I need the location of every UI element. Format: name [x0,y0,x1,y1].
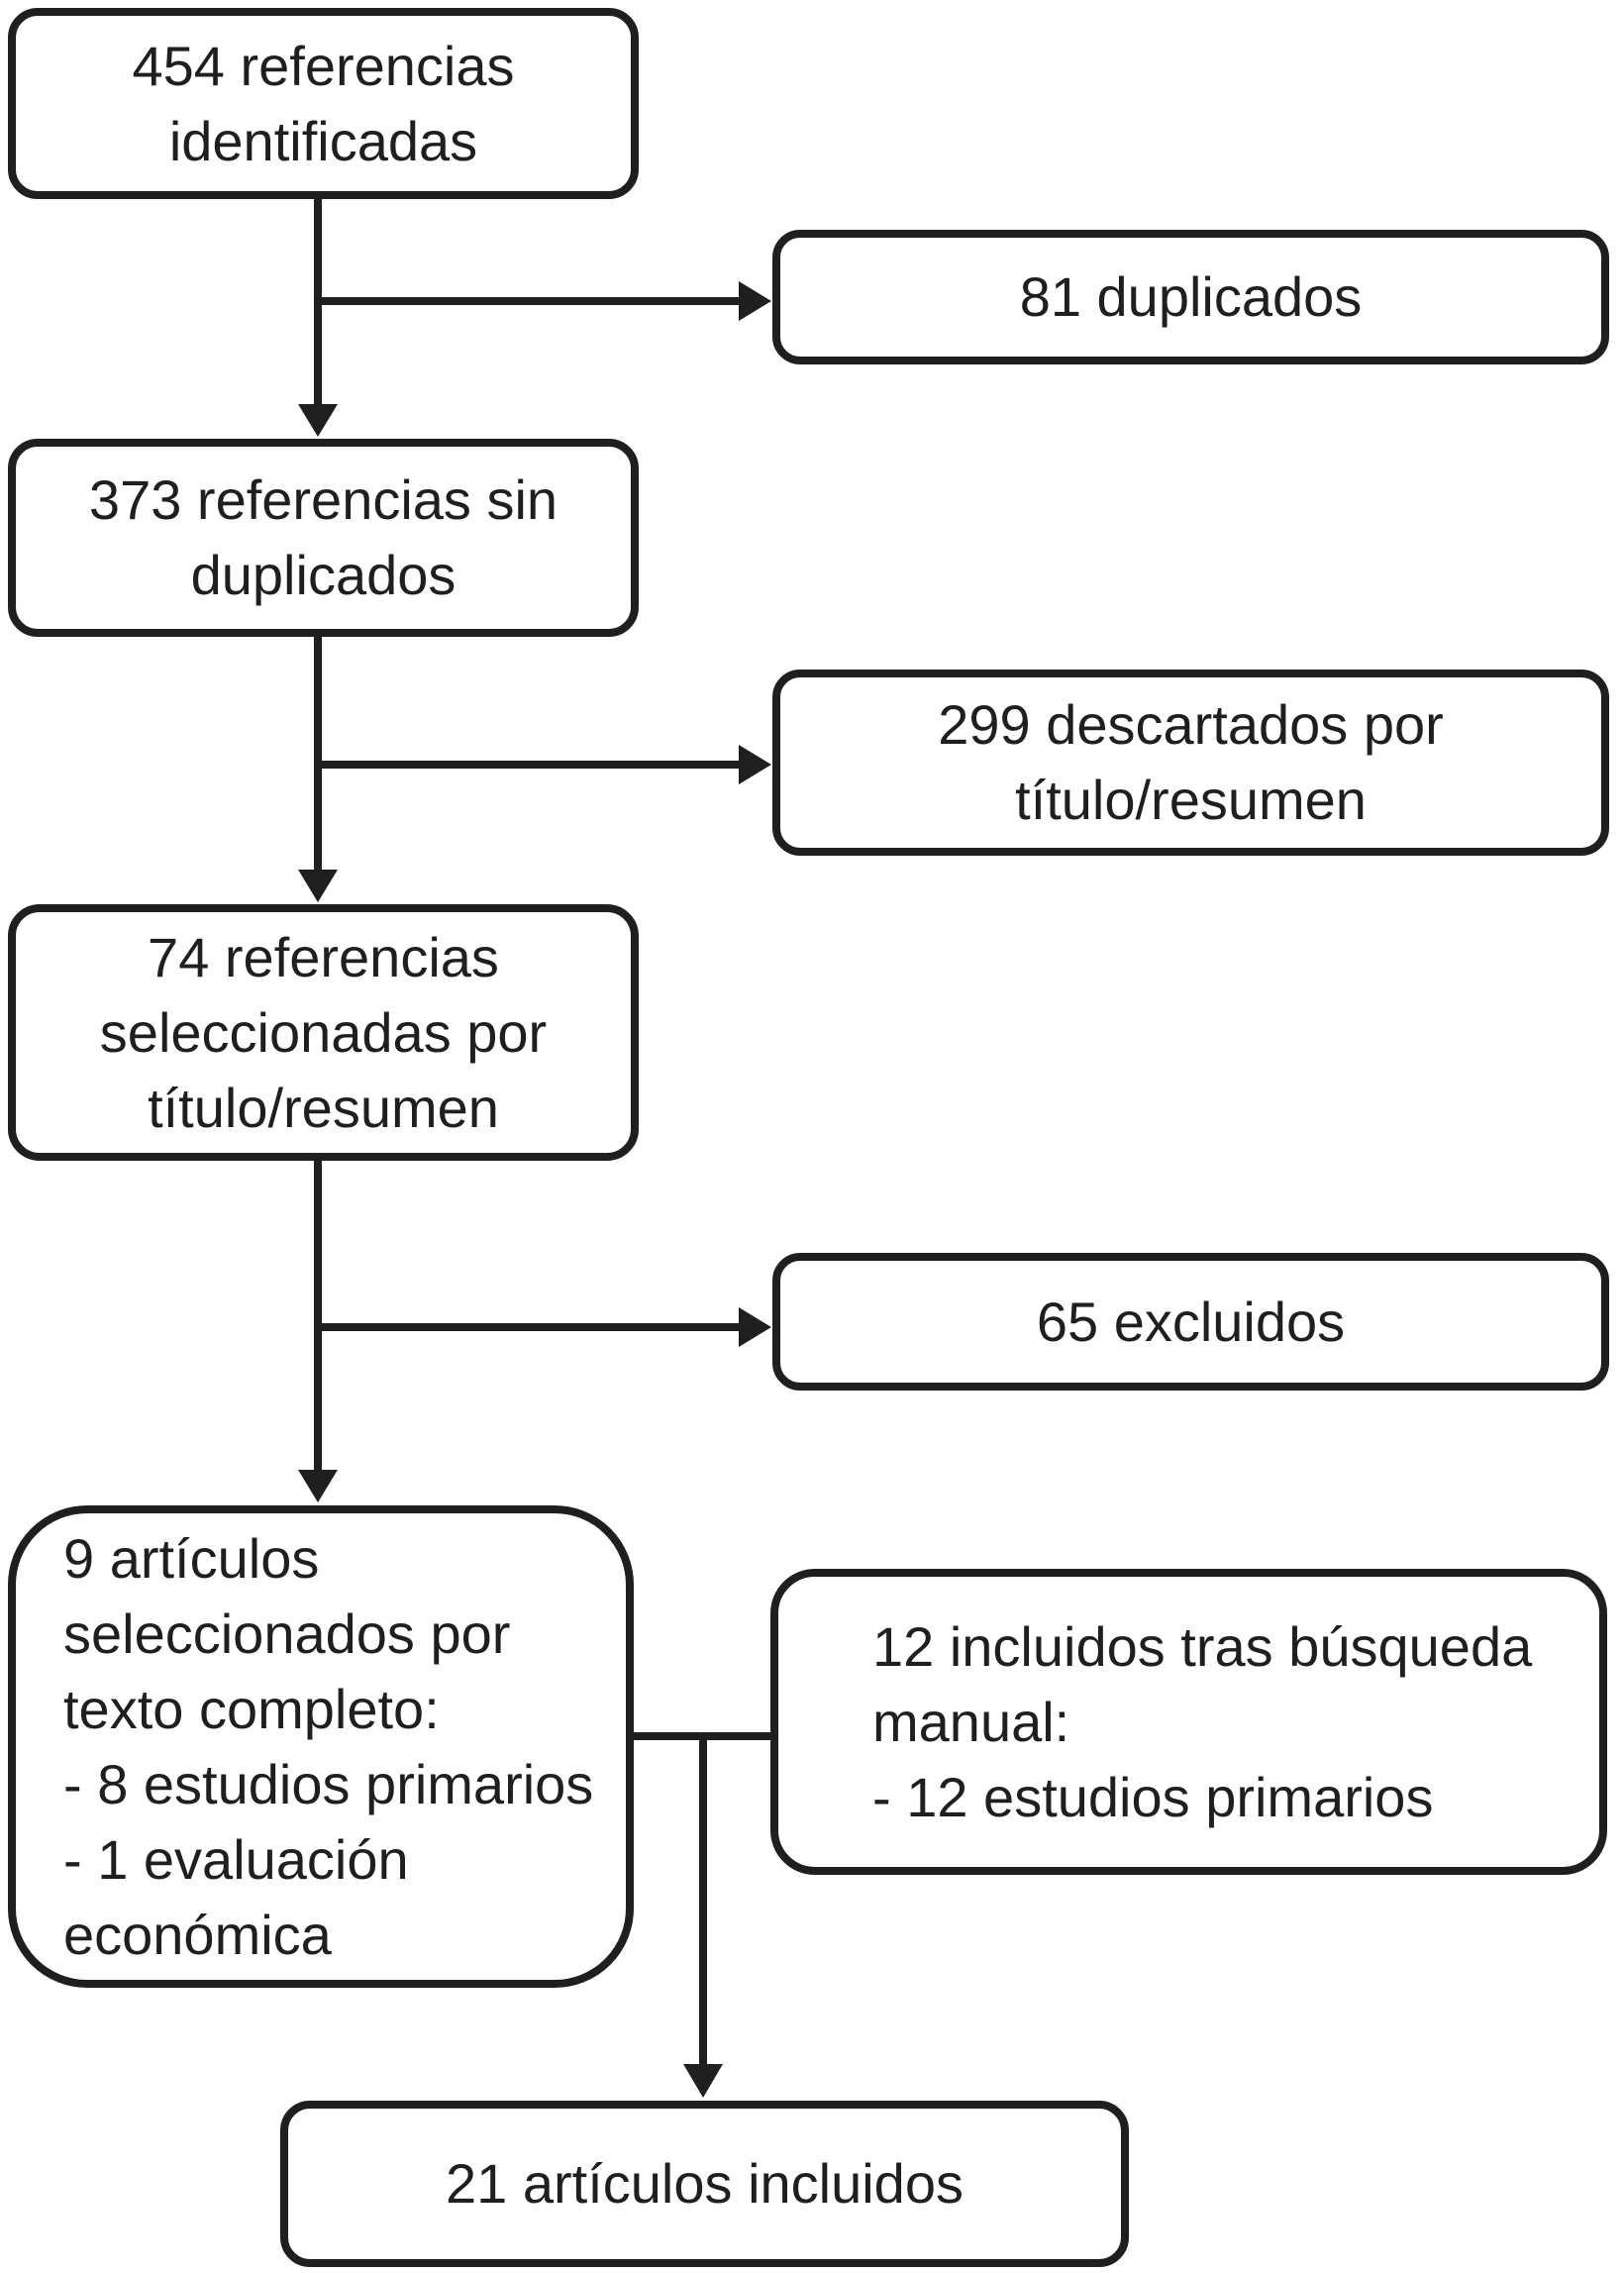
arrow-identified-to-no-duplicates [298,199,338,437]
node-label: 12 incluidos tras búsqueda manual: - 12 … [872,1614,1533,1828]
arrowhead-down-icon [683,2064,723,2098]
arrow-merge-to-included [683,1736,723,2098]
node-label: 65 excluidos [1036,1290,1346,1353]
node-selected-title-abstract: 74 referencias seleccionadas por título/… [8,904,639,1161]
node-articles-included: 21 artículos incluidos [280,2101,1129,2267]
arrow-no-duplicates-to-selected [298,637,338,902]
arrowhead-down-icon [298,870,338,902]
node-label: 21 artículos incluidos [446,2152,964,2215]
node-excluded: 65 excluidos [772,1253,1609,1391]
arrowhead-right-icon [739,1307,771,1347]
node-label: 74 referencias seleccionadas por título/… [99,925,548,1139]
arrow-branch-to-duplicates [318,281,771,321]
arrow-branch-to-discarded [318,745,771,784]
node-manual-search-included: 12 incluidos tras búsqueda manual: - 12 … [770,1569,1607,1875]
node-references-without-duplicates: 373 referencias sin duplicados [8,439,639,637]
node-selected-fulltext: 9 artículos seleccionados por texto comp… [8,1505,634,1988]
arrow-branch-to-excluded [318,1307,771,1347]
node-discarded-title-abstract: 299 descartados por título/resumen [772,670,1609,856]
arrowhead-down-icon [298,1470,338,1502]
arrowhead-right-icon [739,745,771,784]
node-references-identified: 454 referencias identificadas [8,8,639,199]
node-label: 454 referencias identificadas [132,34,515,172]
arrowhead-down-icon [298,404,338,437]
node-label: 9 artículos seleccionados por texto comp… [63,1526,594,1966]
node-label: 299 descartados por título/resumen [938,693,1444,831]
arrowhead-right-icon [739,281,771,321]
node-label: 373 referencias sin duplicados [88,468,558,606]
arrow-selected-to-fulltext [298,1161,338,1502]
node-label: 81 duplicados [1019,265,1363,328]
node-duplicates: 81 duplicados [772,230,1609,364]
